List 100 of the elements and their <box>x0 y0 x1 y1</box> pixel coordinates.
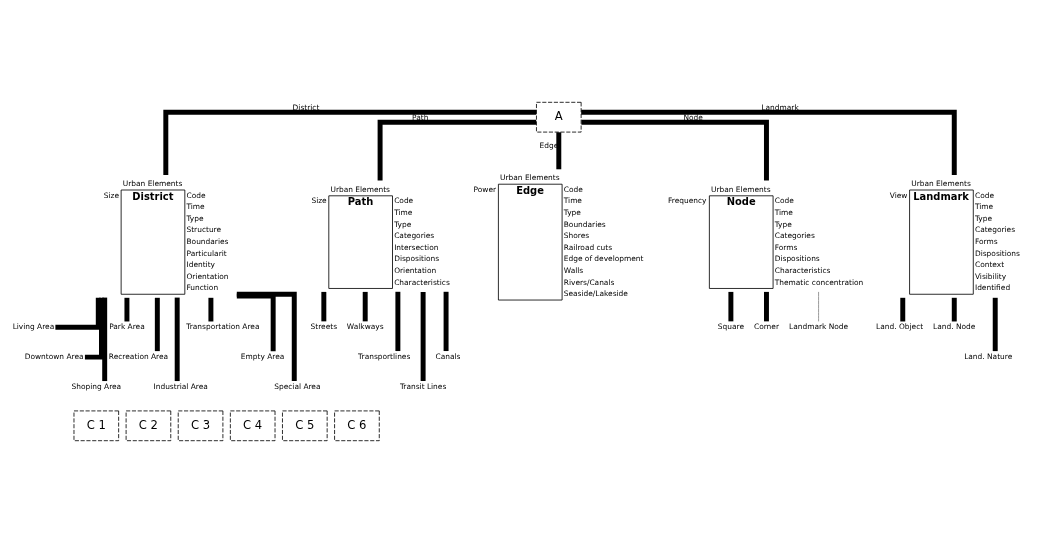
connector <box>84 297 104 360</box>
node-label: Walls <box>563 265 584 275</box>
node-label: Thematic concentration <box>774 276 864 286</box>
node-label: View <box>889 190 908 200</box>
node-text: Living Area <box>12 321 55 331</box>
node-label: Frequency <box>668 195 707 205</box>
node-label: Urban Elements <box>711 184 771 194</box>
node-label: Categories <box>974 224 1016 234</box>
node-text: Shoping Area <box>71 381 122 391</box>
node-text: Industrial Area <box>153 381 208 391</box>
node-text: Land. Node <box>933 321 976 331</box>
node-text: Empty Area <box>240 351 285 361</box>
node-label: Time <box>974 201 994 211</box>
node-label: Structure <box>186 224 222 234</box>
edge-label: Path <box>412 112 429 122</box>
node-label: Urban Elements <box>911 178 971 188</box>
node-label: Dispositions <box>974 248 1020 258</box>
connector <box>556 131 562 169</box>
node-label: Orientation <box>186 271 229 281</box>
node-text: Walkways <box>346 321 384 331</box>
node-label: Seaside/Lakeside <box>563 288 628 298</box>
connector <box>236 291 297 381</box>
connector <box>443 291 449 351</box>
node-box: Landmark <box>909 189 974 295</box>
node-box: District <box>120 189 186 295</box>
node-text: Recreation Area <box>108 351 169 361</box>
node-label: Identity <box>186 259 216 269</box>
node-label: Forms <box>774 242 798 252</box>
node-box: Node <box>708 194 774 289</box>
node-label: Categories <box>394 230 435 240</box>
node-label: Visibility <box>974 271 1007 281</box>
node-label: Code <box>774 195 794 205</box>
connector <box>420 291 426 381</box>
connector <box>321 291 327 321</box>
node-box: C 5 <box>282 410 328 441</box>
node-text: Landmark Node <box>789 321 849 331</box>
node-text: Transportlines <box>358 351 411 361</box>
node-box: C 2 <box>125 410 172 441</box>
node-label: Particularit <box>186 248 227 258</box>
connector <box>900 297 906 321</box>
connector <box>581 109 957 175</box>
connector <box>208 297 214 321</box>
node-label: Code <box>394 195 414 205</box>
node-label: Urban Elements <box>122 178 183 188</box>
node-box: C 1 <box>73 410 120 441</box>
node-label: Urban Elements <box>330 184 390 194</box>
node-label: Boundaries <box>186 236 229 246</box>
node-box: Edge <box>498 183 563 300</box>
node-text: Land. Object <box>876 321 924 331</box>
node-label: Context <box>974 259 1005 269</box>
connector <box>377 119 537 181</box>
node-label: Identified <box>974 282 1011 292</box>
node-label: Size <box>103 190 120 200</box>
node-label: Edge of development <box>563 253 644 263</box>
connector <box>818 290 820 322</box>
node-label: Code <box>563 184 583 194</box>
node-label: Type <box>186 213 204 223</box>
node-label: Urban Elements <box>500 172 560 182</box>
node-text: Special Area <box>274 381 321 391</box>
node-text: Canals <box>435 351 461 361</box>
node-text: Land. Nature <box>964 351 1013 361</box>
node-label: Characteristics <box>774 265 831 275</box>
connector <box>951 297 957 321</box>
edge-label: Landmark <box>761 102 799 112</box>
connector <box>174 297 180 381</box>
connector <box>124 297 130 321</box>
node-label: Railroad cuts <box>563 242 613 252</box>
node-label: Time <box>186 201 205 211</box>
node-box: Path <box>328 194 393 289</box>
node-box: A <box>536 101 582 132</box>
node-label: Time <box>563 195 582 205</box>
node-label: Shores <box>563 230 590 240</box>
node-box: C 4 <box>229 410 276 441</box>
node-box: C 3 <box>177 410 224 441</box>
connector <box>992 297 998 351</box>
node-label: Function <box>186 282 219 292</box>
node-label: Boundaries <box>563 219 606 229</box>
node-text: Corner <box>753 321 779 331</box>
connector <box>154 297 160 351</box>
edge-label: Node <box>683 112 703 122</box>
node-text: Streets <box>310 321 338 331</box>
node-label: Rivers/Canals <box>563 276 615 286</box>
node-label: Intersection <box>394 242 439 252</box>
connector <box>581 119 769 181</box>
node-label: Power <box>473 184 497 194</box>
node-label: Categories <box>774 230 815 240</box>
node-label: Orientation <box>394 265 437 275</box>
node-label: Type <box>394 219 412 229</box>
node-label: Time <box>394 207 413 217</box>
node-text: Transit Lines <box>399 381 447 391</box>
node-label: Size <box>311 195 327 205</box>
node-text: Transportation Area <box>186 321 260 331</box>
connector <box>102 297 108 381</box>
node-label: Time <box>774 207 793 217</box>
connector <box>163 109 537 175</box>
node-label: Type <box>774 219 792 229</box>
node-text: Park Area <box>109 321 145 331</box>
connector <box>764 291 769 321</box>
node-label: Type <box>974 213 993 223</box>
connector <box>395 291 401 351</box>
